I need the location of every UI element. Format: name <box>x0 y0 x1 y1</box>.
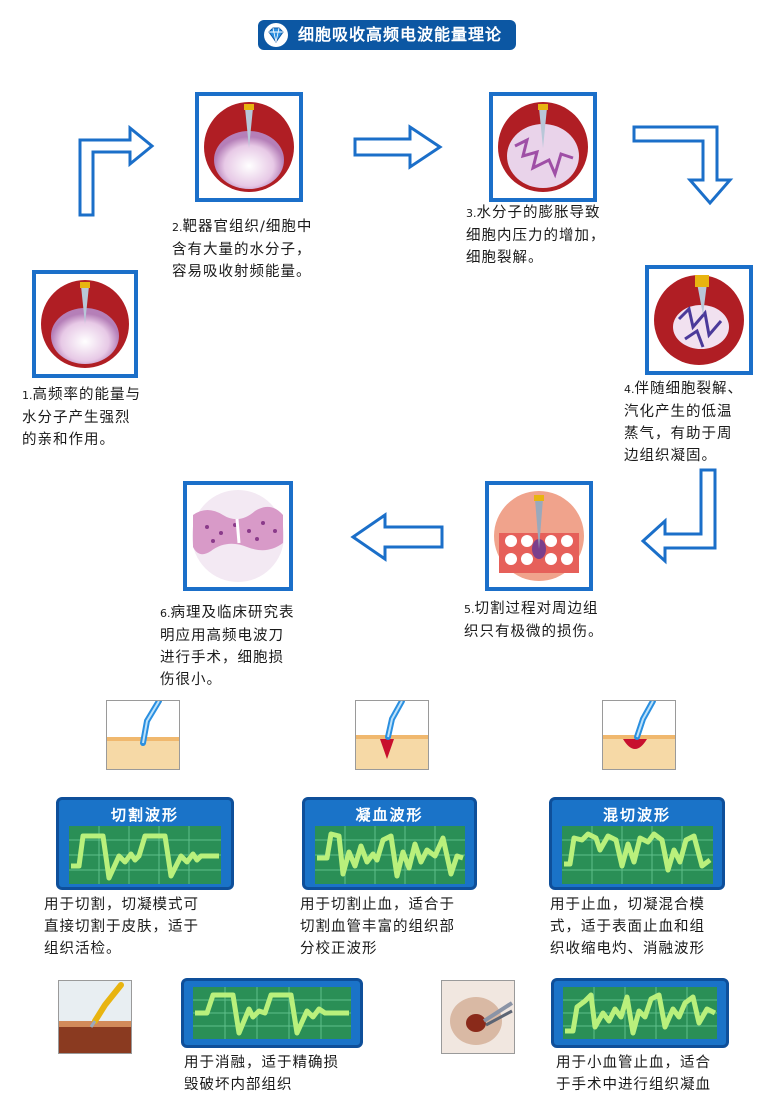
ablation-tissue-thumb <box>58 980 132 1054</box>
flow-arrows <box>78 124 734 565</box>
electrode-icon <box>245 108 253 148</box>
electrode-icon <box>535 499 543 549</box>
step-1-caption: 1.高频率的能量与 水分子产生强烈 的亲和作用。 <box>22 387 141 448</box>
waveform-label: 凝血波形 <box>355 806 424 824</box>
step-2-image <box>195 92 303 202</box>
vessel-waveform-desc: 用于小血管止血，适合 于手术中进行组织凝血 <box>556 1055 711 1093</box>
step-2-caption: 2.靶器官组织/细胞中 含有大量的水分子， 容易吸收射频能量。 <box>172 219 313 280</box>
vessel-thumb <box>441 980 515 1054</box>
step-4-image <box>645 265 753 375</box>
coag-waveform-graph <box>315 826 465 884</box>
blend-waveform-graph <box>562 826 713 884</box>
electrode-icon <box>92 982 124 1024</box>
waveform-label: 混切波形 <box>602 806 671 824</box>
step-3-caption: 3.水分子的膨胀导致 细胞内压力的增加， 细胞裂解。 <box>466 205 606 266</box>
arrow-icon <box>78 124 155 217</box>
title-banner: 细胞吸收高频电波能量理论 <box>258 20 516 50</box>
electrode-icon <box>539 108 547 148</box>
blend-tissue-thumb <box>602 698 676 770</box>
vessel-waveform-graph <box>563 987 717 1039</box>
step-5-caption: 5.切割过程对周边组 织只有极微的损伤。 <box>464 601 604 640</box>
step-5-image <box>485 481 593 591</box>
diamond-logo-icon <box>264 23 288 47</box>
step-3-image <box>489 92 597 202</box>
coag-waveform-panel: 凝血波形 <box>302 797 477 890</box>
arrow-icon <box>640 468 717 565</box>
ablation-waveform-desc: 用于消融，适于精确损 毁破坏内部组织 <box>184 1055 339 1093</box>
coag-waveform-desc: 用于切割止血，适合于 切割血管丰富的组织部 分校正波形 <box>300 897 455 957</box>
cut-tissue-thumb <box>106 698 180 770</box>
page-title: 细胞吸收高频电波能量理论 <box>298 25 503 44</box>
electrode-icon <box>81 286 89 324</box>
ablation-waveform-panel <box>181 978 363 1048</box>
blend-waveform-panel: 混切波形 <box>549 797 725 890</box>
arrow-icon <box>350 512 444 562</box>
arrow-icon <box>353 124 443 170</box>
tissue-icon <box>59 1025 131 1053</box>
cut-waveform-panel: 切割波形 <box>56 797 234 890</box>
cut-waveform-desc: 用于切割，切凝模式可 直接切割于皮肤，适于 组织活检。 <box>44 897 199 957</box>
electrode-icon <box>485 1009 513 1027</box>
coag-tissue-thumb <box>355 698 429 770</box>
waveform-label: 切割波形 <box>110 806 179 824</box>
step-1-image <box>32 270 138 378</box>
step-6-image <box>183 481 293 591</box>
step-4-caption: 4.伴随细胞裂解、 汽化产生的低温 蒸气，有助于周 边组织凝固。 <box>624 381 743 464</box>
electrode-icon <box>140 698 162 746</box>
ablation-waveform-graph <box>193 987 351 1039</box>
arrow-icon <box>632 125 734 206</box>
cut-waveform-graph <box>69 826 221 884</box>
vessel-waveform-panel <box>551 978 729 1048</box>
blend-waveform-desc: 用于止血，切凝混合模 式，适于表面止血和组 织收缩电灼、消融波形 <box>550 897 705 957</box>
electrode-icon <box>697 283 707 315</box>
step-6-caption: 6.病理及临床研究表 明应用高频电波刀 进行手术，细胞损 伤很小。 <box>160 605 295 688</box>
